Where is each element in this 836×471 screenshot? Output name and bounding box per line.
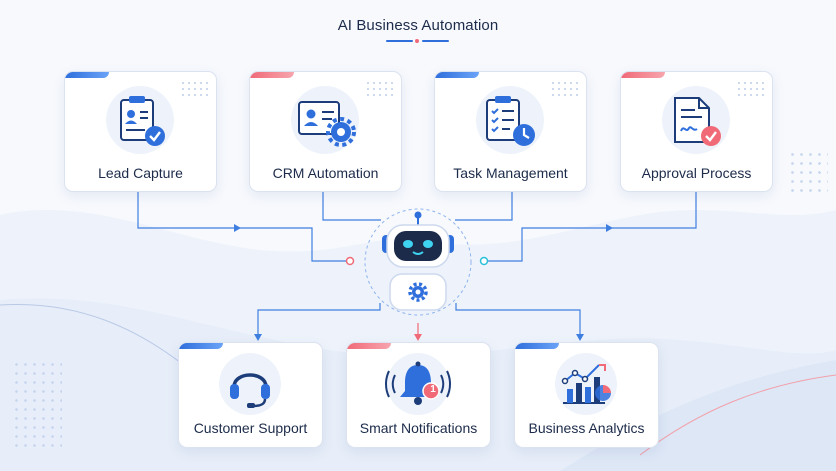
bar-chart-trend-icon [561, 364, 611, 404]
card-label: Smart Notifications [359, 420, 478, 436]
card-smart-notifications[interactable]: 1 Smart Notifications [346, 342, 491, 448]
card-label: Approval Process [641, 165, 752, 181]
bell-notification-icon [385, 361, 451, 405]
headset-icon [230, 373, 270, 408]
title-underline [386, 39, 450, 43]
card-task-management[interactable]: Task Management [434, 71, 587, 192]
profile-gear-icon [298, 101, 356, 147]
card-customer-support[interactable]: Customer Support [178, 342, 323, 448]
card-crm-automation[interactable]: CRM Automation [249, 71, 402, 192]
card-label: Lead Capture [98, 165, 183, 181]
clipboard-user-check-icon [120, 96, 165, 146]
robot-gear-icon [382, 211, 454, 311]
page-title: AI Business Automation [337, 17, 499, 34]
dot-grid-left [12, 360, 62, 450]
document-signature-check-icon [674, 97, 721, 146]
notification-badge-count: 1 [430, 384, 436, 395]
card-label: CRM Automation [272, 165, 379, 181]
card-label: Task Management [453, 165, 568, 181]
card-lead-capture[interactable]: Lead Capture [64, 71, 217, 192]
checklist-clock-icon [486, 96, 535, 146]
card-business-analytics[interactable]: Business Analytics [514, 342, 659, 448]
dot-grid-right [788, 150, 828, 195]
card-approval-process[interactable]: Approval Process [620, 71, 773, 192]
card-label: Business Analytics [528, 420, 645, 436]
card-label: Customer Support [193, 420, 308, 436]
